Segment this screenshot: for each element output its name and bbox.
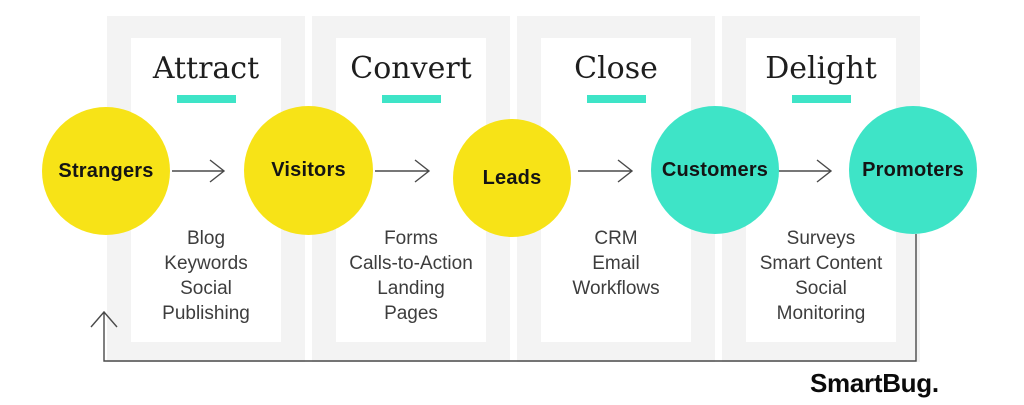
circle-label-promoters: Promoters	[862, 158, 964, 181]
stage-list-item: Smart Content	[759, 253, 883, 274]
circle-label-customers: Customers	[661, 158, 769, 181]
stage-underline	[791, 95, 851, 103]
stage-list-item: Forms	[384, 228, 438, 249]
smartbug-logo: SmartBug.	[810, 368, 939, 398]
stage-title-delight: Delight	[765, 51, 877, 86]
stage-list-item: Workflows	[572, 278, 660, 299]
stage-list-item: CRM	[594, 228, 638, 249]
circle-label-leads: Leads	[482, 166, 542, 189]
circle-label-visitors: Visitors	[271, 159, 346, 181]
stage-list-close: CRM Email Workflows	[541, 226, 691, 301]
stage-list-item: Email	[592, 253, 640, 274]
circle-leads: Leads	[453, 119, 571, 237]
stage-list-item: Calls-to-Action	[349, 253, 473, 274]
stage-list-item: Landing Pages	[377, 278, 445, 324]
stage-underline	[586, 95, 646, 103]
stage-list-item: Surveys	[786, 228, 856, 249]
circle-customers: Customers	[651, 106, 779, 234]
stage-underline	[381, 95, 441, 103]
stage-list-item: Keywords	[164, 253, 248, 274]
stage-underline	[176, 95, 236, 103]
circle-visitors: Visitors	[244, 106, 373, 235]
stage-list-item: Social Publishing	[162, 278, 250, 324]
stage-list-convert: Forms Calls-to-Action Landing Pages	[336, 226, 486, 326]
stage-title-attract: Attract	[152, 51, 260, 86]
circle-promoters: Promoters	[849, 106, 977, 234]
stage-list-delight: Surveys Smart Content Social Monitoring	[746, 226, 896, 326]
stage-list-item: Social Monitoring	[776, 278, 866, 324]
stage-list-attract: Blog Keywords Social Publishing	[131, 226, 281, 326]
circle-label-strangers: Strangers	[58, 159, 154, 182]
stage-title-close: Close	[574, 51, 658, 86]
stage-title-convert: Convert	[350, 51, 472, 86]
stage-list-item: Blog	[186, 228, 226, 249]
circle-strangers: Strangers	[42, 107, 170, 235]
